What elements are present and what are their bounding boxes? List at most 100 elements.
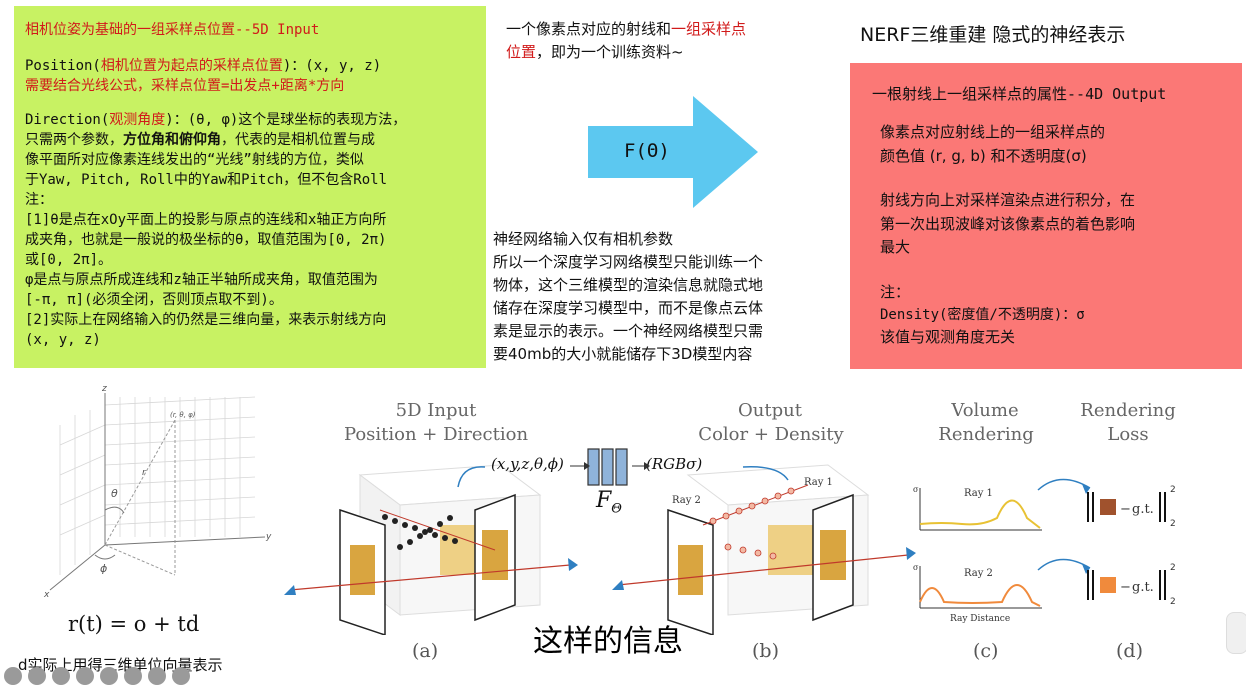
input-tuple: (x,y,z,θ,ϕ)	[491, 455, 564, 473]
network-note-line: 物体，这个三维模型的渲染信息就隐式地	[493, 276, 764, 294]
output-line: 像素点对应射线上的一组采样点的	[880, 123, 1106, 141]
ray-formula: r(t) = o + td	[68, 612, 200, 636]
input-line: [-π, π](必须全闭，否则顶点取不到)。	[25, 290, 283, 310]
play-icon[interactable]	[4, 667, 22, 685]
label-d: (d)	[1116, 640, 1143, 662]
svg-text:−: −	[1120, 502, 1131, 517]
svg-text:2: 2	[1170, 597, 1176, 607]
ray-distance-label: Ray Distance	[950, 614, 1010, 624]
label-a: (a)	[412, 640, 439, 662]
point-label: (r, θ, φ)	[170, 411, 196, 419]
input-line-segment: )：(x, y, z)	[282, 58, 382, 74]
output-line: 颜色值 (r, g, b) 和不透明度(σ)	[880, 147, 1087, 165]
output-line: Density(密度值/不透明度)：σ	[880, 307, 1085, 323]
player-controls	[0, 664, 240, 688]
network-function-label: F(Θ)	[624, 140, 670, 162]
output-line: 射线方向上对采样渲染点进行积分，在	[880, 191, 1136, 209]
input-line: Position(相机位置为起点的采样点位置)：(x, y, z)	[25, 56, 381, 76]
input-line: φ是点与原点所成连线和z轴正半轴所成夹角，取值范围为	[25, 270, 378, 290]
fullscreen-icon[interactable]	[124, 667, 142, 685]
input-line-segment: [2]实际上在网络输入的仍然是三维向量，来表示射线方向	[25, 312, 387, 328]
input-line: [1]θ是点在xOy平面上的投影与原点的连线和x轴正方向所	[25, 210, 386, 230]
input-line-segment: 于Yaw, Pitch, Roll中的Yaw和Pitch，但不包含Roll	[25, 172, 388, 188]
input-line-segment: 像平面所对应像素连线发出的“光线”射线的方位，类似	[25, 152, 364, 168]
curve-ray2-label: Ray 2	[964, 568, 993, 579]
settings-icon[interactable]	[148, 667, 166, 685]
input-line: 注：	[25, 190, 53, 210]
svg-text:−: −	[1120, 580, 1131, 595]
video-subtitle: 这样的信息	[533, 624, 683, 659]
input-line-segment: (x, y, z)	[25, 332, 101, 348]
input-line-segment: 只需两个参数，	[25, 132, 123, 148]
output-scene-illustration: Ray 2 Ray 1	[612, 464, 916, 635]
volume-title-2: Rendering	[938, 424, 1034, 445]
page-title: NERF三维重建 隐式的神经表示	[860, 24, 1126, 46]
loss-title-2: Loss	[1107, 424, 1149, 445]
input-line: (x, y, z)	[25, 330, 101, 350]
input-line-segment: [-π, π](必须全闭，否则顶点取不到)。	[25, 292, 283, 308]
input-line: 于Yaw, Pitch, Roll中的Yaw和Pitch，但不包含Roll	[25, 170, 387, 190]
sigma-label: σ	[913, 563, 919, 572]
output-description-panel: 一根射线上一组采样点的属性--4D Output 像素点对应射线上的一组采样点的…	[850, 63, 1242, 369]
volume-title-1: Volume	[951, 400, 1019, 421]
output-line: 第一次出现波峰对该像素点的着色影响	[880, 215, 1136, 233]
gt-label: g.t.	[1132, 502, 1154, 517]
output-line: 该值与观测角度无关	[880, 328, 1016, 346]
input-line-segment: 成夹角，也就是一般说的极坐标的θ，取值范围为[0, 2π)	[25, 232, 387, 248]
input-line-segment: 相机位姿为基础的一组采样点位置--5D Input	[25, 22, 320, 38]
tuple-arrows	[570, 462, 650, 470]
input-line-segment: 方位角和俯仰角	[123, 132, 221, 148]
output-title-1: Output	[738, 400, 802, 421]
network-note-line: 要40mb的大小就能储存下3D模型内容	[493, 345, 753, 363]
r-label: r	[142, 468, 147, 478]
network-note-line: 所以一个深度学习网络模型只能训练一个	[493, 253, 764, 271]
training-sample-caption-line1: 一个像素点对应的射线和一组采样点	[506, 18, 746, 40]
network-block-icon	[587, 448, 628, 486]
record-icon[interactable]	[28, 667, 46, 685]
phi-label: ϕ	[100, 562, 107, 575]
direction-note: d实际上用得三维单位向量表示	[18, 656, 223, 674]
input-title-1: 5D Input	[395, 400, 477, 421]
loss-title-1: Rendering	[1080, 400, 1176, 421]
network-note-line: 素是显示的表示。一个神经网络模型只需	[493, 322, 764, 340]
input-title-2: Position + Direction	[343, 424, 529, 445]
input-line: 需要结合光线公式，采样点位置=出发点+距离*方向	[25, 76, 344, 96]
caption-text: ，即为一个训练资料~	[536, 43, 684, 61]
input-line-segment: Direction(	[25, 112, 110, 128]
curve-ray1-label: Ray 1	[964, 488, 993, 499]
input-line: [2]实际上在网络输入的仍然是三维向量，来表示射线方向	[25, 310, 386, 330]
axis-x-label: x	[43, 590, 50, 600]
gt-label: g.t.	[1132, 580, 1154, 595]
caption-highlight: 位置	[506, 43, 537, 61]
sigma-label: σ	[913, 485, 919, 494]
more-icon[interactable]	[172, 667, 190, 685]
volume-rendering-curves: σ Ray 1 σ Ray 2 Ray Distance	[913, 485, 1042, 624]
ray1-label: Ray 1	[804, 477, 833, 488]
axis-z-label: z	[101, 385, 107, 394]
input-line-segment: Position(	[25, 58, 101, 74]
input-line-segment: [1]θ是点在xOy平面上的投影与原点的连线和x轴正方向所	[25, 212, 387, 228]
side-scroll-handle[interactable]	[1226, 612, 1246, 654]
label-c: (c)	[973, 640, 999, 662]
caption-highlight: 点	[731, 20, 747, 38]
rendering-loss-diagram: − g.t. 2 2 − g.t. 2 2	[1037, 478, 1176, 607]
input-line-segment: )：(θ, φ)这个是球坐标的表现方法，	[165, 112, 407, 128]
input-line-segment: 注：	[25, 192, 53, 208]
input-line-segment: ，代表的是相机位置与成	[221, 132, 375, 148]
caption-text: 一个像素点对应的射线和	[506, 20, 672, 38]
screenshot-icon[interactable]	[76, 667, 94, 685]
forward-icon[interactable]	[52, 667, 70, 685]
label-b: (b)	[752, 640, 779, 662]
theta-label: θ	[111, 487, 118, 500]
input-line-segment: 或[0, 2π]。	[25, 252, 113, 268]
svg-text:2: 2	[1170, 563, 1176, 573]
input-line: 像平面所对应像素连线发出的“光线”射线的方位，类似	[25, 150, 364, 170]
input-line-segment: 观测角度	[109, 112, 166, 128]
input-line: 成夹角，也就是一般说的极坐标的θ，取值范围为[0, 2π)	[25, 230, 386, 250]
zoom-icon[interactable]	[100, 667, 118, 685]
training-sample-caption-line2: 位置，即为一个训练资料~	[506, 41, 684, 63]
svg-text:2: 2	[1170, 519, 1176, 529]
input-line: Direction(观测角度)：(θ, φ)这个是球坐标的表现方法，	[25, 110, 406, 130]
input-line-segment: φ是点与原点所成连线和z轴正半轴所成夹角，取值范围为	[25, 272, 378, 288]
